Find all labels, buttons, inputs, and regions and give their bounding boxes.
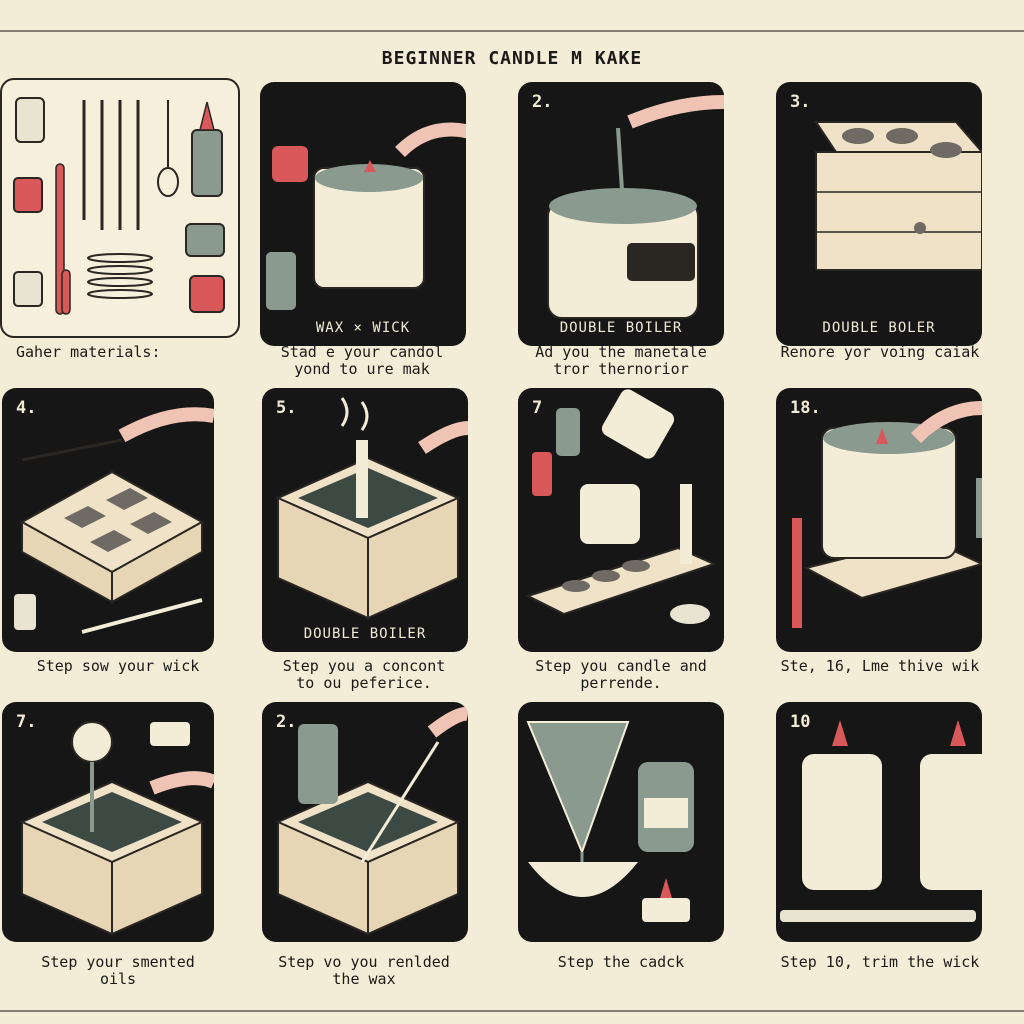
pot-illustration [266,122,466,310]
caption-step-7: Step you candle and perrende. [503,658,739,692]
caption-step-7b: Step your smented oils [0,954,236,988]
caption-line: Step you candle and [535,657,707,675]
panel-label: DOUBLE BOILER [303,626,427,642]
step-number: 18. [790,398,821,418]
caption-step-2b: Step vo you renlded the wax [246,954,482,988]
caption-line: oils [99,970,137,988]
panel-label: DOUBLE BOLER [822,320,936,336]
step-number: 10 [790,712,811,732]
panel-step-2b: 2. [262,702,468,942]
caption-step-4: Step sow your wick [0,658,236,675]
wick-box-illustration [275,397,468,620]
caption-line: Step your smented [41,953,195,971]
step-number: 5. [276,398,297,418]
panel-label: WAX × WICK [315,320,411,336]
caption-line: Ad you the manetale [535,343,707,361]
caption-line: Step vo you renlded [278,953,450,971]
caption-step-10: Step 10, trim the wick [762,954,998,971]
thermometer-box-illustration [19,721,214,936]
caption-line: Gaher materials: [16,343,161,361]
caption-line: Step sow your wick [36,657,200,675]
caption-step-pour: Step the cadck [503,954,739,971]
finished-candles-illustration [780,720,982,922]
step-number: 4. [16,398,37,418]
step-number: 7 [532,398,543,418]
stirring-box-illustration [275,706,468,936]
panel-step-7b: 7. [2,702,214,942]
panel-step-5: 5. DOUBLE BOILER [262,388,468,652]
caption-line: Step 10, trim the wick [780,953,980,971]
caption-line: Renore yor voing caiak [780,343,980,361]
caption-step-2: Ad you the manetale tror thernorior [503,344,739,378]
panel-materials [0,78,240,338]
panel-step-4: 4. [2,388,214,652]
caption-step-3: Renore yor voing caiak [762,344,998,361]
materials-illustration [13,97,225,315]
top-border [0,30,1024,32]
step-number: 2. [276,712,297,732]
caption-line: Step you a concont [282,657,446,675]
caption-wax-wick: Stad e your candol yond to ure mak [244,344,480,378]
caption-line: Ste, 16, Lme thive wik [780,657,980,675]
caption-line: yond to ure mak [294,360,430,378]
caption-line: tror thernorior [553,360,689,378]
panel-pour-funnel [518,702,724,942]
step-number: 3. [790,92,811,112]
panel-step-10: 10 [776,702,982,942]
page-title: BEGINNER CANDLE M KAKE [381,48,643,69]
panel-step-3-double-boler: 3. DOUBLE BOLER [776,82,982,346]
funnel-illustration [526,721,694,922]
panel-step-2-double-boiler: 2. DOUBLE BOILER [518,82,724,346]
mold-tray-illustration [14,407,214,634]
caption-line: to ou peferice. [296,674,432,692]
pouring-illustration [525,389,717,624]
step-number: 7. [16,712,37,732]
caption-materials: Gaher materials: [0,344,252,361]
bottom-border [0,1010,1024,1012]
panel-step-18: 18. [776,388,982,652]
caption-line: the wax [332,970,396,988]
panel-step-wax-wick: WAX × WICK [260,82,466,346]
wooden-mold-illustration [814,121,982,271]
panel-step-7: 7 [518,388,724,652]
caption-step-18: Ste, 16, Lme thive wik [762,658,998,675]
caption-line: Step the cadck [557,953,685,971]
caption-line: Stad e your candol [280,343,444,361]
heated-pot-illustration [792,401,982,628]
double-boiler-illustration [547,95,724,319]
step-number: 2. [532,92,553,112]
panel-label: DOUBLE BOILER [559,320,683,336]
caption-line: perrende. [580,674,662,692]
caption-step-5: Step you a concont to ou peferice. [246,658,482,692]
